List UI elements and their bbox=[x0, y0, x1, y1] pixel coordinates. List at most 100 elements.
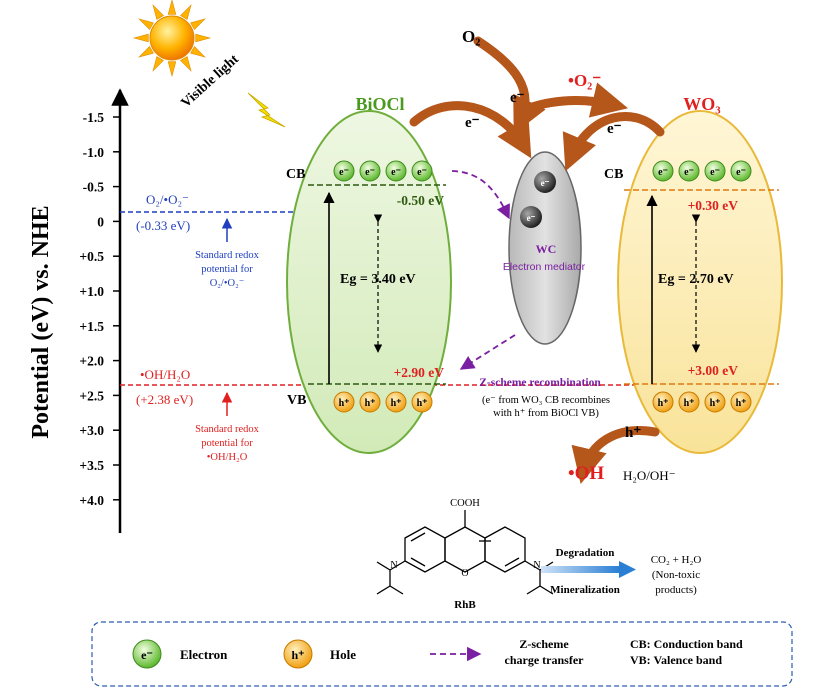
legend-cb: CB: Conduction band bbox=[630, 637, 743, 651]
svg-text:Standard redox: Standard redox bbox=[195, 424, 260, 435]
electron-label-right: e⁻ bbox=[607, 121, 622, 137]
rhb-name: RhB bbox=[454, 599, 476, 611]
hole-icon: h⁺ bbox=[385, 391, 407, 413]
svg-text:e⁻: e⁻ bbox=[365, 167, 375, 178]
wc-mediator bbox=[508, 151, 582, 345]
oh-redox-note: Standard redox potential for •OH/H₂O bbox=[195, 424, 260, 463]
svg-text:h⁺: h⁺ bbox=[658, 398, 669, 409]
axis-tick-label: -1.5 bbox=[83, 110, 105, 125]
rhb-molecule-icon bbox=[376, 510, 554, 595]
svg-text:e⁻: e⁻ bbox=[391, 167, 401, 178]
svg-text:•OH/H₂O: •OH/H₂O bbox=[207, 452, 248, 463]
axis-tick-label: +1.5 bbox=[79, 319, 104, 334]
axis-tick-label: +4.0 bbox=[79, 493, 104, 508]
hole-icon: h⁺ bbox=[704, 391, 726, 413]
rhb-cooh: COOH bbox=[450, 498, 480, 509]
svg-text:e⁻: e⁻ bbox=[684, 167, 694, 178]
svg-text:with h⁺ from BiOCl VB): with h⁺ from BiOCl VB) bbox=[493, 408, 599, 419]
electron-flow-arrows bbox=[409, 36, 665, 484]
hole-icon: h⁺ bbox=[333, 391, 355, 413]
hole-icon: h⁺ bbox=[359, 391, 381, 413]
o2-redox-label: O₂/•O₂⁻ bbox=[146, 192, 189, 207]
hole-label: h⁺ bbox=[625, 425, 641, 441]
legend-zscheme-text: Z-scheme charge transfer bbox=[505, 637, 585, 667]
wc-electron bbox=[520, 206, 542, 228]
rhb-n-atom: N bbox=[533, 560, 540, 571]
wo3-cb-value: +0.30 eV bbox=[688, 198, 739, 213]
legend-hole-icon bbox=[283, 639, 313, 669]
electron-label-left: e⁻ bbox=[465, 115, 480, 131]
electron-icon: e⁻ bbox=[652, 160, 674, 182]
svg-text:(e⁻ from WO₃ CB recombines: (e⁻ from WO₃ CB recombines bbox=[482, 395, 610, 406]
svg-text:products): products) bbox=[655, 584, 697, 596]
axis-tick-label: -1.0 bbox=[83, 145, 105, 160]
wo3-cb-label: CB bbox=[604, 167, 623, 182]
zscheme-arrow-wc-to-biocl bbox=[459, 334, 516, 370]
hole-icon: h⁺ bbox=[678, 391, 700, 413]
electron-icon: e⁻ bbox=[730, 160, 752, 182]
sun-icon bbox=[132, 0, 212, 78]
svg-text:potential for: potential for bbox=[201, 438, 253, 449]
legend-electron-text: Electron bbox=[180, 647, 228, 662]
svg-text:e⁻: e⁻ bbox=[339, 167, 349, 178]
axis-tick-label: +2.5 bbox=[79, 388, 104, 403]
svg-text:h⁺: h⁺ bbox=[736, 398, 747, 409]
axis-tick-label: +3.5 bbox=[79, 458, 104, 473]
rhb-o-atom: O bbox=[461, 568, 468, 579]
biocl-eg: Eg = 3.40 eV bbox=[340, 272, 416, 287]
svg-text:h⁺: h⁺ bbox=[391, 398, 402, 409]
svg-text:e⁻: e⁻ bbox=[736, 167, 746, 178]
hole-icon: h⁺ bbox=[652, 391, 674, 413]
electron-icon: e⁻ bbox=[704, 160, 726, 182]
svg-text:CO₂ + H₂O: CO₂ + H₂O bbox=[651, 554, 702, 566]
biocl-vb-label: VB bbox=[287, 393, 306, 408]
svg-text:(Non-toxic: (Non-toxic bbox=[652, 569, 700, 581]
wc-name: WC bbox=[536, 242, 557, 256]
axis-tick-label: -0.5 bbox=[83, 180, 105, 195]
rhb-n-atom: N bbox=[390, 560, 397, 571]
legend-hole-text: Hole bbox=[330, 647, 356, 662]
axis-tick-label: +3.0 bbox=[79, 423, 104, 438]
svg-text:h⁺: h⁺ bbox=[710, 398, 721, 409]
superoxide-species: •O₂⁻ bbox=[568, 71, 601, 90]
y-axis-title: Potential (eV) vs. NHE bbox=[28, 205, 54, 438]
svg-text:h⁺: h⁺ bbox=[339, 398, 350, 409]
axis-tick-label: +1.0 bbox=[79, 284, 104, 299]
svg-text:e⁻: e⁻ bbox=[658, 167, 668, 178]
svg-text:h⁺: h⁺ bbox=[417, 398, 428, 409]
electron-icon: e⁻ bbox=[333, 160, 355, 182]
biocl-cb-label: CB bbox=[286, 167, 305, 182]
wc-electron-label: e⁻ bbox=[541, 178, 550, 188]
zscheme-detail: (e⁻ from WO₃ CB recombines with h⁺ from … bbox=[482, 395, 610, 419]
legend-electron-symbol: e⁻ bbox=[141, 648, 153, 662]
svg-text:e⁻: e⁻ bbox=[417, 167, 427, 178]
svg-text:O₂/•O₂⁻: O₂/•O₂⁻ bbox=[210, 278, 245, 289]
wo3-title: WO₃ bbox=[683, 94, 721, 114]
lightning-icon bbox=[247, 92, 286, 128]
svg-text:potential for: potential for bbox=[201, 264, 253, 275]
biocl-title: BiOCl bbox=[355, 94, 404, 114]
electron-label-top: e⁻ bbox=[510, 90, 525, 106]
zscheme-title: Z-scheme recombination bbox=[479, 377, 601, 389]
electron-icon: e⁻ bbox=[359, 160, 381, 182]
degradation-arrow bbox=[541, 561, 636, 578]
svg-text:Standard redox: Standard redox bbox=[195, 250, 260, 261]
o2-redox-value: (-0.33 eV) bbox=[136, 218, 190, 233]
hydroxyl-species: •OH bbox=[568, 463, 604, 484]
svg-text:Z-scheme: Z-scheme bbox=[519, 637, 569, 651]
svg-text:h⁺: h⁺ bbox=[684, 398, 695, 409]
zscheme-arrow-biocl-to-wc bbox=[451, 170, 510, 220]
hole-icon: h⁺ bbox=[411, 391, 433, 413]
water-species: H₂O/OH⁻ bbox=[623, 468, 676, 483]
oh-redox-label: •OH/H₂O bbox=[140, 367, 190, 382]
wc-electron bbox=[534, 171, 556, 193]
mineralization-label: Mineralization bbox=[550, 584, 620, 596]
svg-text:charge transfer: charge transfer bbox=[505, 653, 585, 667]
electron-icon: e⁻ bbox=[411, 160, 433, 182]
o2-species: O₂ bbox=[462, 27, 480, 46]
wo3-vb-value: +3.00 eV bbox=[688, 363, 739, 378]
axis-tick-label: +2.0 bbox=[79, 354, 104, 369]
wc-role: Electron mediator bbox=[503, 261, 586, 273]
hole-icon: h⁺ bbox=[730, 391, 752, 413]
biocl-cb-value: -0.50 eV bbox=[397, 193, 444, 208]
